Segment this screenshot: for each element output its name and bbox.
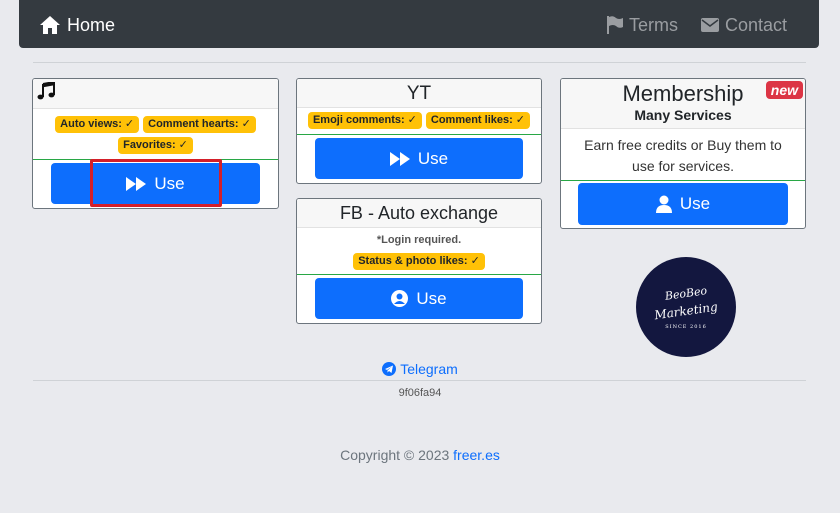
contact-label: Contact: [725, 15, 787, 36]
check-icon: ✓: [125, 118, 134, 131]
home-link[interactable]: Home: [39, 13, 115, 37]
envelope-icon: [701, 18, 719, 32]
copyright-text: Copyright © 2023 freer.es: [0, 447, 840, 463]
badge-favorites: Favorites:✓: [118, 137, 193, 154]
badge-status-photo-likes: Status & photo likes:✓: [353, 253, 485, 270]
membership-card-footer: [561, 180, 805, 181]
navbar: Home Terms Contact: [19, 0, 819, 48]
music-service-card: Auto views:✓ Comment hearts:✓ Favorites:…: [32, 78, 279, 209]
badge-emoji-comments: Emoji comments:✓: [308, 112, 422, 129]
fb-card-body: *Login required. Status & photo likes:✓: [297, 228, 541, 274]
fb-service-card: FB - Auto exchange *Login required. Stat…: [296, 198, 542, 324]
membership-description: Earn free credits or Buy them to use for…: [561, 129, 805, 180]
yt-service-card: YT Emoji comments:✓ Comment likes:✓ Use: [296, 78, 542, 184]
membership-card-header: Membership Many Services new: [561, 79, 805, 129]
check-icon: ✓: [471, 255, 480, 268]
site-link[interactable]: freer.es: [453, 447, 500, 463]
membership-subtitle: Many Services: [561, 106, 805, 124]
user-circle-icon: [391, 290, 408, 307]
membership-use-label: Use: [680, 194, 710, 214]
flag-icon: [607, 16, 623, 34]
badge-auto-views: Auto views:✓: [55, 116, 139, 133]
terms-link[interactable]: Terms: [607, 13, 678, 37]
fb-card-footer: [297, 274, 541, 275]
music-card-body: Auto views:✓ Comment hearts:✓ Favorites:…: [33, 109, 278, 159]
terms-label: Terms: [629, 15, 678, 36]
fast-forward-icon: [390, 152, 410, 166]
login-required-note: *Login required.: [297, 228, 541, 249]
fb-card-title: FB - Auto exchange: [297, 199, 541, 228]
telegram-link[interactable]: Telegram: [0, 361, 840, 377]
membership-card: Membership Many Services new Earn free c…: [560, 78, 806, 229]
fb-use-label: Use: [416, 289, 446, 309]
contact-link[interactable]: Contact: [701, 13, 787, 37]
home-icon: [39, 15, 61, 35]
telegram-label: Telegram: [400, 361, 458, 377]
divider-footer: [33, 380, 806, 381]
telegram-icon: [382, 362, 396, 376]
music-use-button[interactable]: Use: [51, 163, 260, 204]
yt-use-label: Use: [418, 149, 448, 169]
yt-card-title: YT: [297, 79, 541, 108]
yt-card-body: Emoji comments:✓ Comment likes:✓: [297, 108, 541, 134]
check-icon: ✓: [242, 118, 251, 131]
new-badge: new: [766, 81, 803, 99]
music-use-label: Use: [154, 174, 184, 194]
yt-card-footer: [297, 134, 541, 135]
check-icon: ✓: [179, 139, 188, 152]
check-icon: ✓: [516, 114, 525, 127]
yt-use-button[interactable]: Use: [315, 138, 523, 179]
copyright-label: Copyright © 2023: [340, 447, 449, 463]
badge-comment-hearts: Comment hearts:✓: [143, 116, 256, 133]
beobeo-marketing-logo[interactable]: BeoBeo Marketing SINCE 2016: [636, 257, 736, 357]
music-note-icon: [37, 82, 278, 100]
user-icon: [656, 195, 672, 213]
home-label: Home: [67, 15, 115, 36]
membership-use-button[interactable]: Use: [578, 183, 788, 225]
build-hash: 9f06fa94: [0, 387, 840, 399]
divider-top: [33, 62, 806, 63]
badge-comment-likes: Comment likes:✓: [426, 112, 530, 129]
music-card-header: [33, 79, 278, 109]
logo-line-3: SINCE 2016: [636, 324, 736, 330]
fast-forward-icon: [126, 177, 146, 191]
fb-use-button[interactable]: Use: [315, 278, 523, 319]
check-icon: ✓: [408, 114, 417, 127]
